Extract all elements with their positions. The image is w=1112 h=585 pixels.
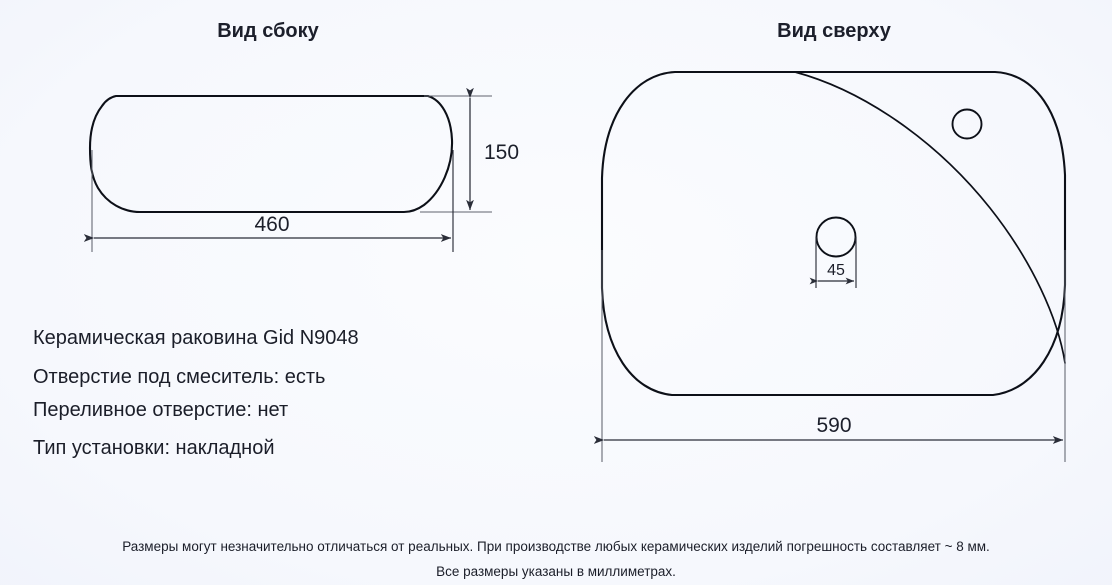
top-view-bowl-curve bbox=[794, 71, 1066, 364]
drain-dimension-label: 45 bbox=[827, 262, 845, 279]
top-view-outer-outline bbox=[600, 70, 1067, 397]
faucet-hole-circle bbox=[951, 108, 983, 140]
footer-note: Размеры могут незначительно отличаться о… bbox=[122, 539, 990, 579]
drain-hole-circle bbox=[815, 216, 857, 258]
footer-units-note: Все размеры указаны в миллиметрах. bbox=[436, 564, 676, 579]
side-width-dimension-label: 460 bbox=[254, 213, 289, 236]
top-view-title: Вид сверху bbox=[777, 20, 892, 42]
top-view-group: Вид сверху 45 590 bbox=[593, 20, 1067, 462]
side-height-dimension-label: 150 bbox=[484, 141, 519, 164]
footer-tolerance-note: Размеры могут незначительно отличаться о… bbox=[122, 539, 990, 554]
side-view-title: Вид сбоку bbox=[217, 20, 319, 42]
spec-line-product: Керамическая раковина Gid N9048 bbox=[33, 327, 359, 349]
side-view-outline bbox=[88, 94, 454, 214]
specifications-list: Керамическая раковина Gid N9048 Отверсти… bbox=[33, 327, 359, 459]
spec-line-faucet-hole: Отверстие под смеситель: есть bbox=[33, 366, 325, 388]
spec-line-overflow-hole: Переливное отверстие: нет bbox=[33, 399, 288, 421]
top-width-dimension-label: 590 bbox=[816, 414, 851, 437]
spec-line-installation-type: Тип установки: накладной bbox=[33, 437, 275, 459]
side-view-group: Вид сбоку 150 460 bbox=[83, 20, 519, 252]
